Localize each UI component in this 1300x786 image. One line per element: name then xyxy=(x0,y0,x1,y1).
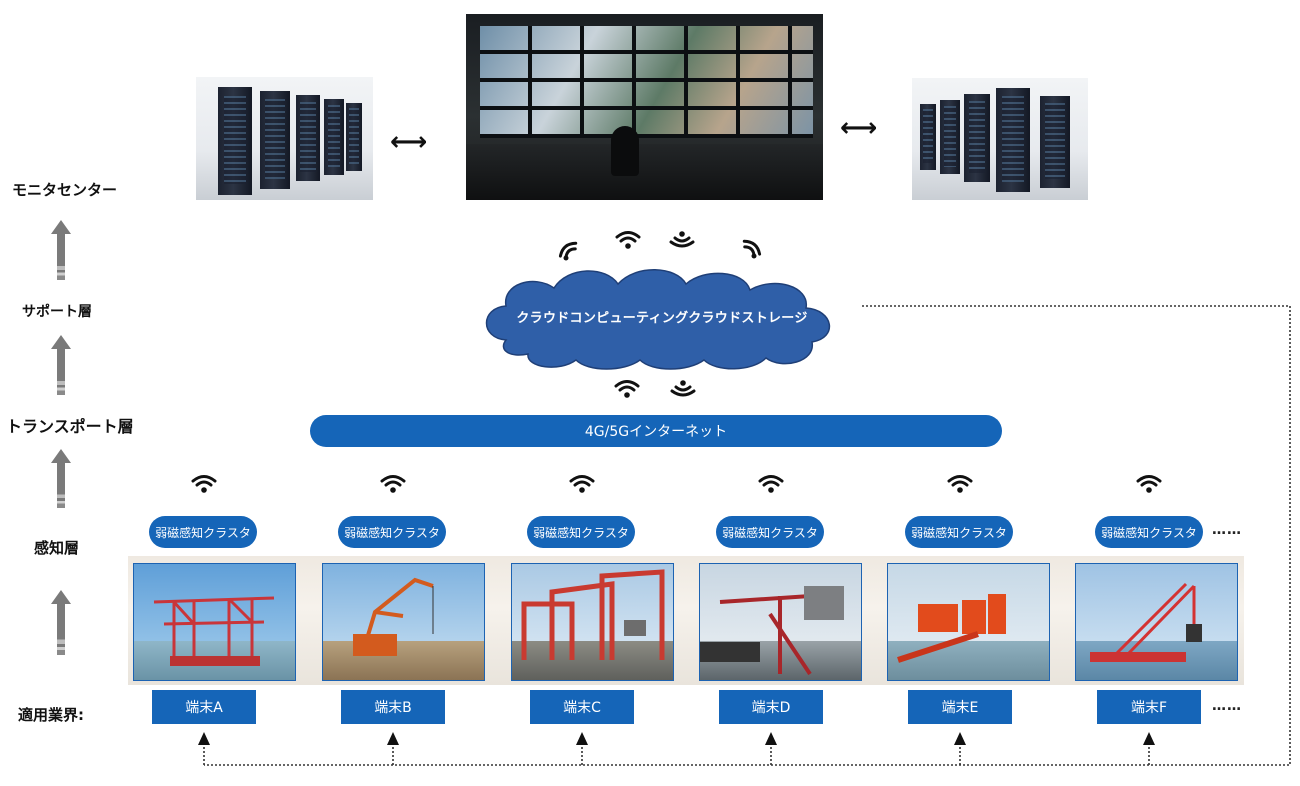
up-arrow-icon xyxy=(198,732,210,745)
up-arrow-icon xyxy=(51,449,71,508)
server-room-image-right xyxy=(912,78,1088,200)
terminal-e-button: 端末E xyxy=(908,690,1012,724)
equipment-image-e xyxy=(887,563,1050,681)
up-arrow-icon xyxy=(51,335,71,395)
cloud-label: クラウドコンピューティングクラウドストレージ xyxy=(516,310,808,326)
wifi-icon xyxy=(558,241,578,261)
wifi-icon xyxy=(742,239,762,259)
layer-label-sensing: 感知層 xyxy=(34,539,80,557)
more-clusters-ellipsis: …… xyxy=(1212,522,1242,538)
terminal-a-button: 端末A xyxy=(152,690,256,724)
up-arrow-icon xyxy=(51,220,71,280)
layer-label-transport: トランスポート層 xyxy=(6,417,134,436)
wifi-icon xyxy=(615,231,641,249)
up-arrow-icon xyxy=(1143,732,1155,745)
terminal-d-button: 端末D xyxy=(719,690,823,724)
cloud-shape xyxy=(485,269,830,370)
up-arrow-icon xyxy=(51,590,71,655)
sensing-cluster: 弱磁感知クラスタ xyxy=(716,516,824,548)
sensing-cluster: 弱磁感知クラスタ xyxy=(149,516,257,548)
up-arrow-icon xyxy=(387,732,399,745)
equipment-image-d xyxy=(699,563,862,681)
layer-label-monitor-center: モニタセンター xyxy=(12,181,118,199)
cloud-storage: クラウドコンピューティングクラウドストレージ xyxy=(476,262,848,372)
terminal-b-button: 端末B xyxy=(341,690,445,724)
wifi-icon xyxy=(380,475,406,493)
equipment-image-a xyxy=(133,563,296,681)
sensing-cluster: 弱磁感知クラスタ xyxy=(338,516,446,548)
server-room-image-left xyxy=(196,77,373,200)
wifi-icon xyxy=(614,380,640,398)
equipment-image-c xyxy=(511,563,674,681)
wifi-icon xyxy=(669,231,695,248)
wifi-icon xyxy=(947,475,973,493)
network-bar: 4G/5Gインターネット xyxy=(310,415,1002,447)
equipment-image-f xyxy=(1075,563,1238,681)
wifi-icon xyxy=(191,475,217,493)
sensing-cluster: 弱磁感知クラスタ xyxy=(527,516,635,548)
sensing-cluster: 弱磁感知クラスタ xyxy=(905,516,1013,548)
layer-label-applications: 適用業界: xyxy=(18,706,84,724)
terminal-f-button: 端末F xyxy=(1097,690,1201,724)
more-terminals-ellipsis: …… xyxy=(1212,698,1242,714)
equipment-image-b xyxy=(322,563,485,681)
control-room-image xyxy=(466,14,823,200)
double-arrow-icon: ⟷ xyxy=(390,127,428,157)
sensing-cluster: 弱磁感知クラスタ xyxy=(1095,516,1203,548)
double-arrow-icon: ⟷ xyxy=(840,113,878,143)
terminal-c-button: 端末C xyxy=(530,690,634,724)
wifi-icon xyxy=(758,475,784,493)
wifi-icon xyxy=(1136,475,1162,493)
wifi-icon xyxy=(670,380,696,397)
equipment-strip xyxy=(128,556,1244,685)
wifi-icon xyxy=(569,475,595,493)
up-arrow-icon xyxy=(954,732,966,745)
up-arrow-icon xyxy=(765,732,777,745)
up-arrow-icon xyxy=(576,732,588,745)
layer-label-support: サポート層 xyxy=(22,304,92,320)
